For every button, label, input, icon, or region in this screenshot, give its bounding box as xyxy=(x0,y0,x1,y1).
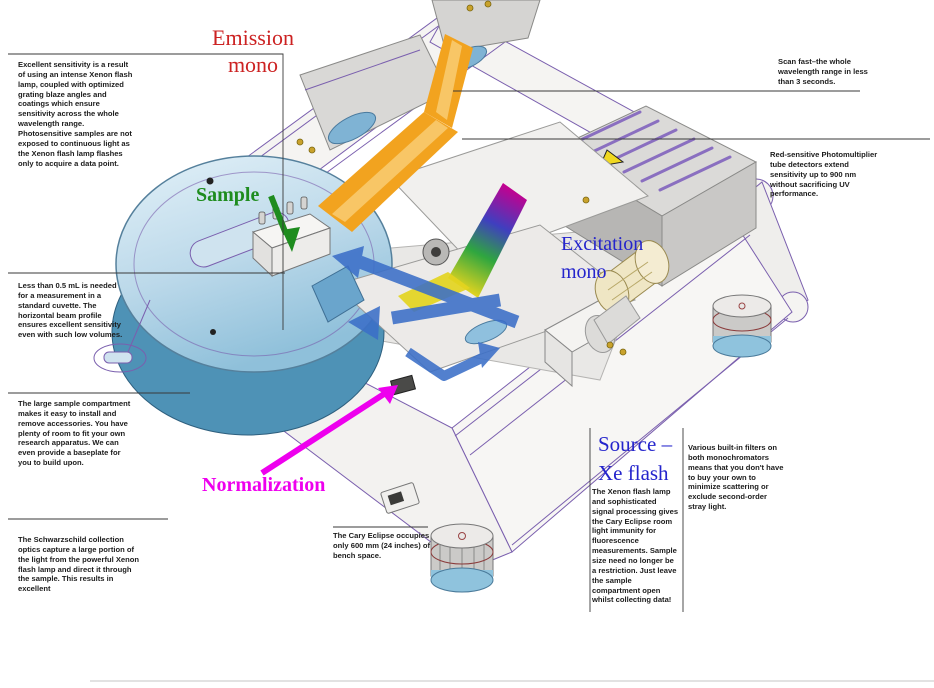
label-emission-line2: mono xyxy=(227,52,279,77)
label-excitation-line2: mono xyxy=(561,261,607,283)
label-emission-line1: Emission xyxy=(212,25,294,50)
label-sample: Sample xyxy=(196,184,260,206)
label-source-xe-flash: Source – Xe flash xyxy=(598,430,672,488)
blue-beam-arrows xyxy=(332,246,520,381)
screws xyxy=(296,0,627,356)
label-normalization: Normalization xyxy=(202,474,326,496)
label-excitation-line1: Excitation xyxy=(561,233,644,255)
note-built-in-filters: Various built-in filters on both monochr… xyxy=(688,443,784,512)
label-source-line2: Xe flash xyxy=(598,461,669,485)
note-bench-space: The Cary Eclipse occupies only 600 mm (2… xyxy=(333,531,431,560)
note-sample-compartment: The large sample compartment makes it ea… xyxy=(18,399,131,468)
note-room-light-immunity: The Xenon flash lamp and sophisticated s… xyxy=(592,487,679,605)
note-sensitivity: Excellent sensitivity is a result of usi… xyxy=(18,60,133,168)
emission-mono-assembly xyxy=(299,0,541,151)
note-red-sensitive-pmt: Red-sensitive Photomultiplier tube detec… xyxy=(770,150,878,199)
label-excitation-mono: Excitation mono xyxy=(561,230,643,286)
emission-beam xyxy=(318,34,473,232)
note-scan-fast: Scan fast–the whole wavelength range in … xyxy=(778,57,868,86)
power-supply-box xyxy=(550,105,758,287)
front-port xyxy=(380,482,420,514)
label-emission-mono: Emission mono xyxy=(192,24,314,78)
foot-right xyxy=(712,294,772,358)
callout-lines xyxy=(8,53,930,612)
foot-front xyxy=(430,523,494,593)
label-source-line1: Source – xyxy=(598,432,673,456)
sample-arrow xyxy=(268,194,300,252)
sample-compartment-lid xyxy=(93,155,393,436)
note-schwarzschild-optics: The Schwarzschild collection optics capt… xyxy=(18,535,140,594)
normalization-arrow xyxy=(260,385,398,476)
note-low-volume: Less than 0.5 mL is needed for a measure… xyxy=(18,281,123,340)
